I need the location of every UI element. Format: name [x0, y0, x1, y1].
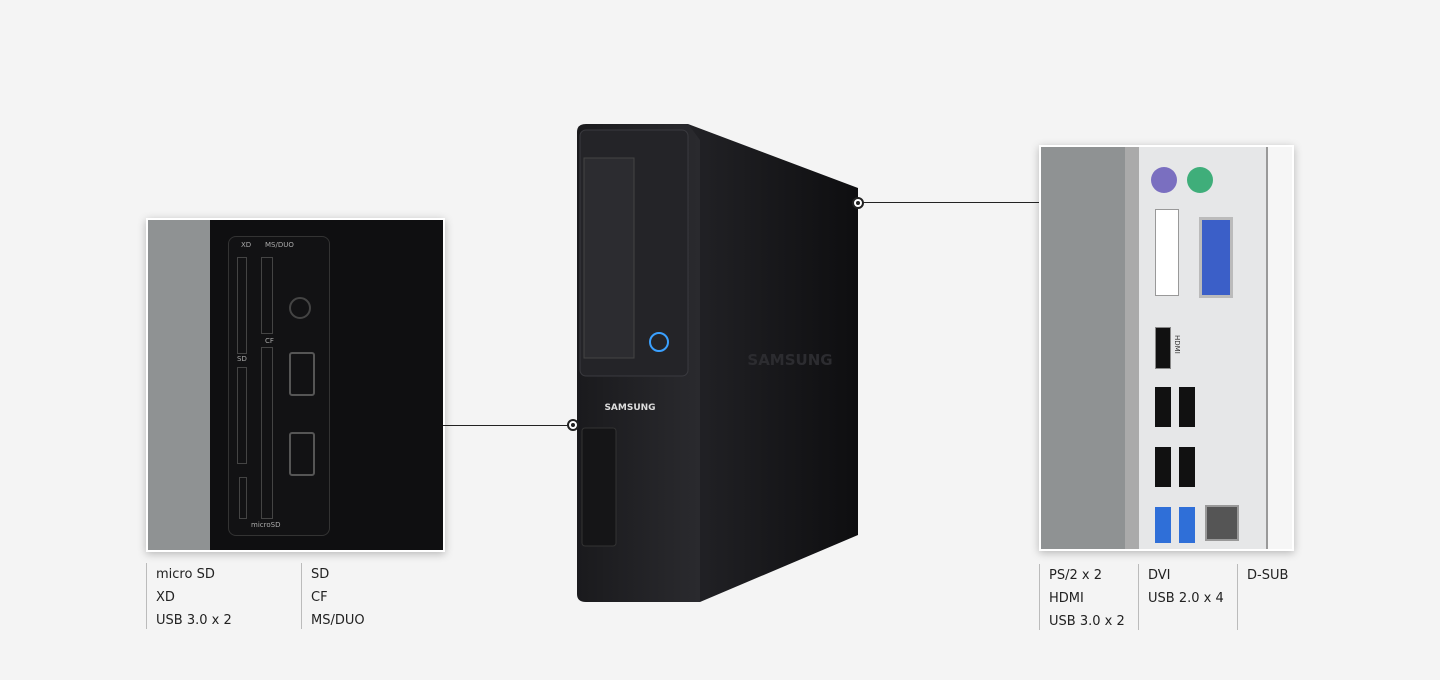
spec-item: MS/DUO — [311, 613, 365, 628]
inset-frame — [1125, 147, 1139, 549]
microsd-slot[interactable] — [239, 477, 247, 519]
front-spec-column-1: micro SD XD USB 3.0 x 2 — [146, 563, 232, 629]
front-logo: SAMSUNG — [604, 403, 655, 413]
inset-edge — [1041, 147, 1125, 549]
ms-duo-slot[interactable] — [261, 257, 273, 334]
sd-slot[interactable] — [237, 367, 247, 464]
dvi-port[interactable] — [1155, 209, 1179, 296]
front-io-panel — [581, 427, 617, 547]
tower-side — [688, 124, 858, 602]
ms-duo-label: MS/DUO — [265, 241, 294, 249]
card-reader-panel: XD MS/DUO SD CF microSD — [228, 236, 330, 536]
spec-item: CF — [311, 590, 328, 605]
ps2-mouse-port[interactable] — [1151, 167, 1177, 193]
rear-spec-column-1: PS/2 x 2 HDMI USB 3.0 x 2 — [1039, 564, 1125, 630]
spec-item: HDMI — [1049, 591, 1084, 606]
spec-item: PS/2 x 2 — [1049, 568, 1102, 583]
cf-slot[interactable] — [261, 347, 273, 519]
inset-edge — [148, 220, 210, 550]
rear-io-inset: HDMI — [1039, 145, 1294, 551]
spec-item: USB 3.0 x 2 — [156, 613, 232, 628]
usb2-port[interactable] — [1179, 387, 1195, 427]
usb3-port[interactable] — [1155, 507, 1171, 543]
spec-item: XD — [156, 590, 175, 605]
front-hotspot-marker[interactable] — [567, 419, 579, 431]
spec-item: DVI — [1148, 568, 1171, 583]
inset-bracket — [1266, 147, 1292, 549]
front-io-inset: XD MS/DUO SD CF microSD — [146, 218, 445, 552]
spec-item: micro SD — [156, 567, 215, 582]
desktop-tower-image: SAMSUNG SAMSUNG — [577, 124, 858, 602]
ethernet-port[interactable] — [1205, 505, 1239, 541]
rear-spec-column-3: D-SUB — [1237, 564, 1288, 630]
power-button[interactable] — [649, 332, 669, 352]
cf-label: CF — [265, 337, 274, 345]
sd-label: SD — [237, 355, 247, 363]
spec-item: SD — [311, 567, 330, 582]
hdmi-port[interactable] — [1155, 327, 1171, 369]
microsd-label: microSD — [251, 521, 281, 529]
xd-slot[interactable] — [237, 257, 247, 354]
usb2-port[interactable] — [1155, 447, 1171, 487]
usb3-port[interactable] — [1179, 507, 1195, 543]
usb2-port[interactable] — [1179, 447, 1195, 487]
audio-jack[interactable] — [289, 297, 311, 319]
usb-port[interactable] — [289, 432, 315, 476]
rear-spec-column-2: DVI USB 2.0 x 4 — [1138, 564, 1224, 630]
xd-label: XD — [241, 241, 252, 249]
usb2-port[interactable] — [1155, 387, 1171, 427]
leader-line-front — [443, 425, 573, 426]
leader-line-rear — [862, 202, 1039, 203]
front-spec-column-2: SD CF MS/DUO — [301, 563, 365, 629]
spec-item: D-SUB — [1247, 568, 1289, 583]
usb-port[interactable] — [289, 352, 315, 396]
hdmi-label: HDMI — [1173, 335, 1181, 354]
ps2-keyboard-port[interactable] — [1187, 167, 1213, 193]
vga-port[interactable] — [1199, 217, 1233, 298]
spec-item: USB 2.0 x 4 — [1148, 591, 1224, 606]
side-logo: SAMSUNG — [747, 351, 832, 369]
optical-drive[interactable] — [583, 157, 635, 359]
rear-hotspot-marker[interactable] — [852, 197, 864, 209]
spec-item: USB 3.0 x 2 — [1049, 614, 1125, 629]
